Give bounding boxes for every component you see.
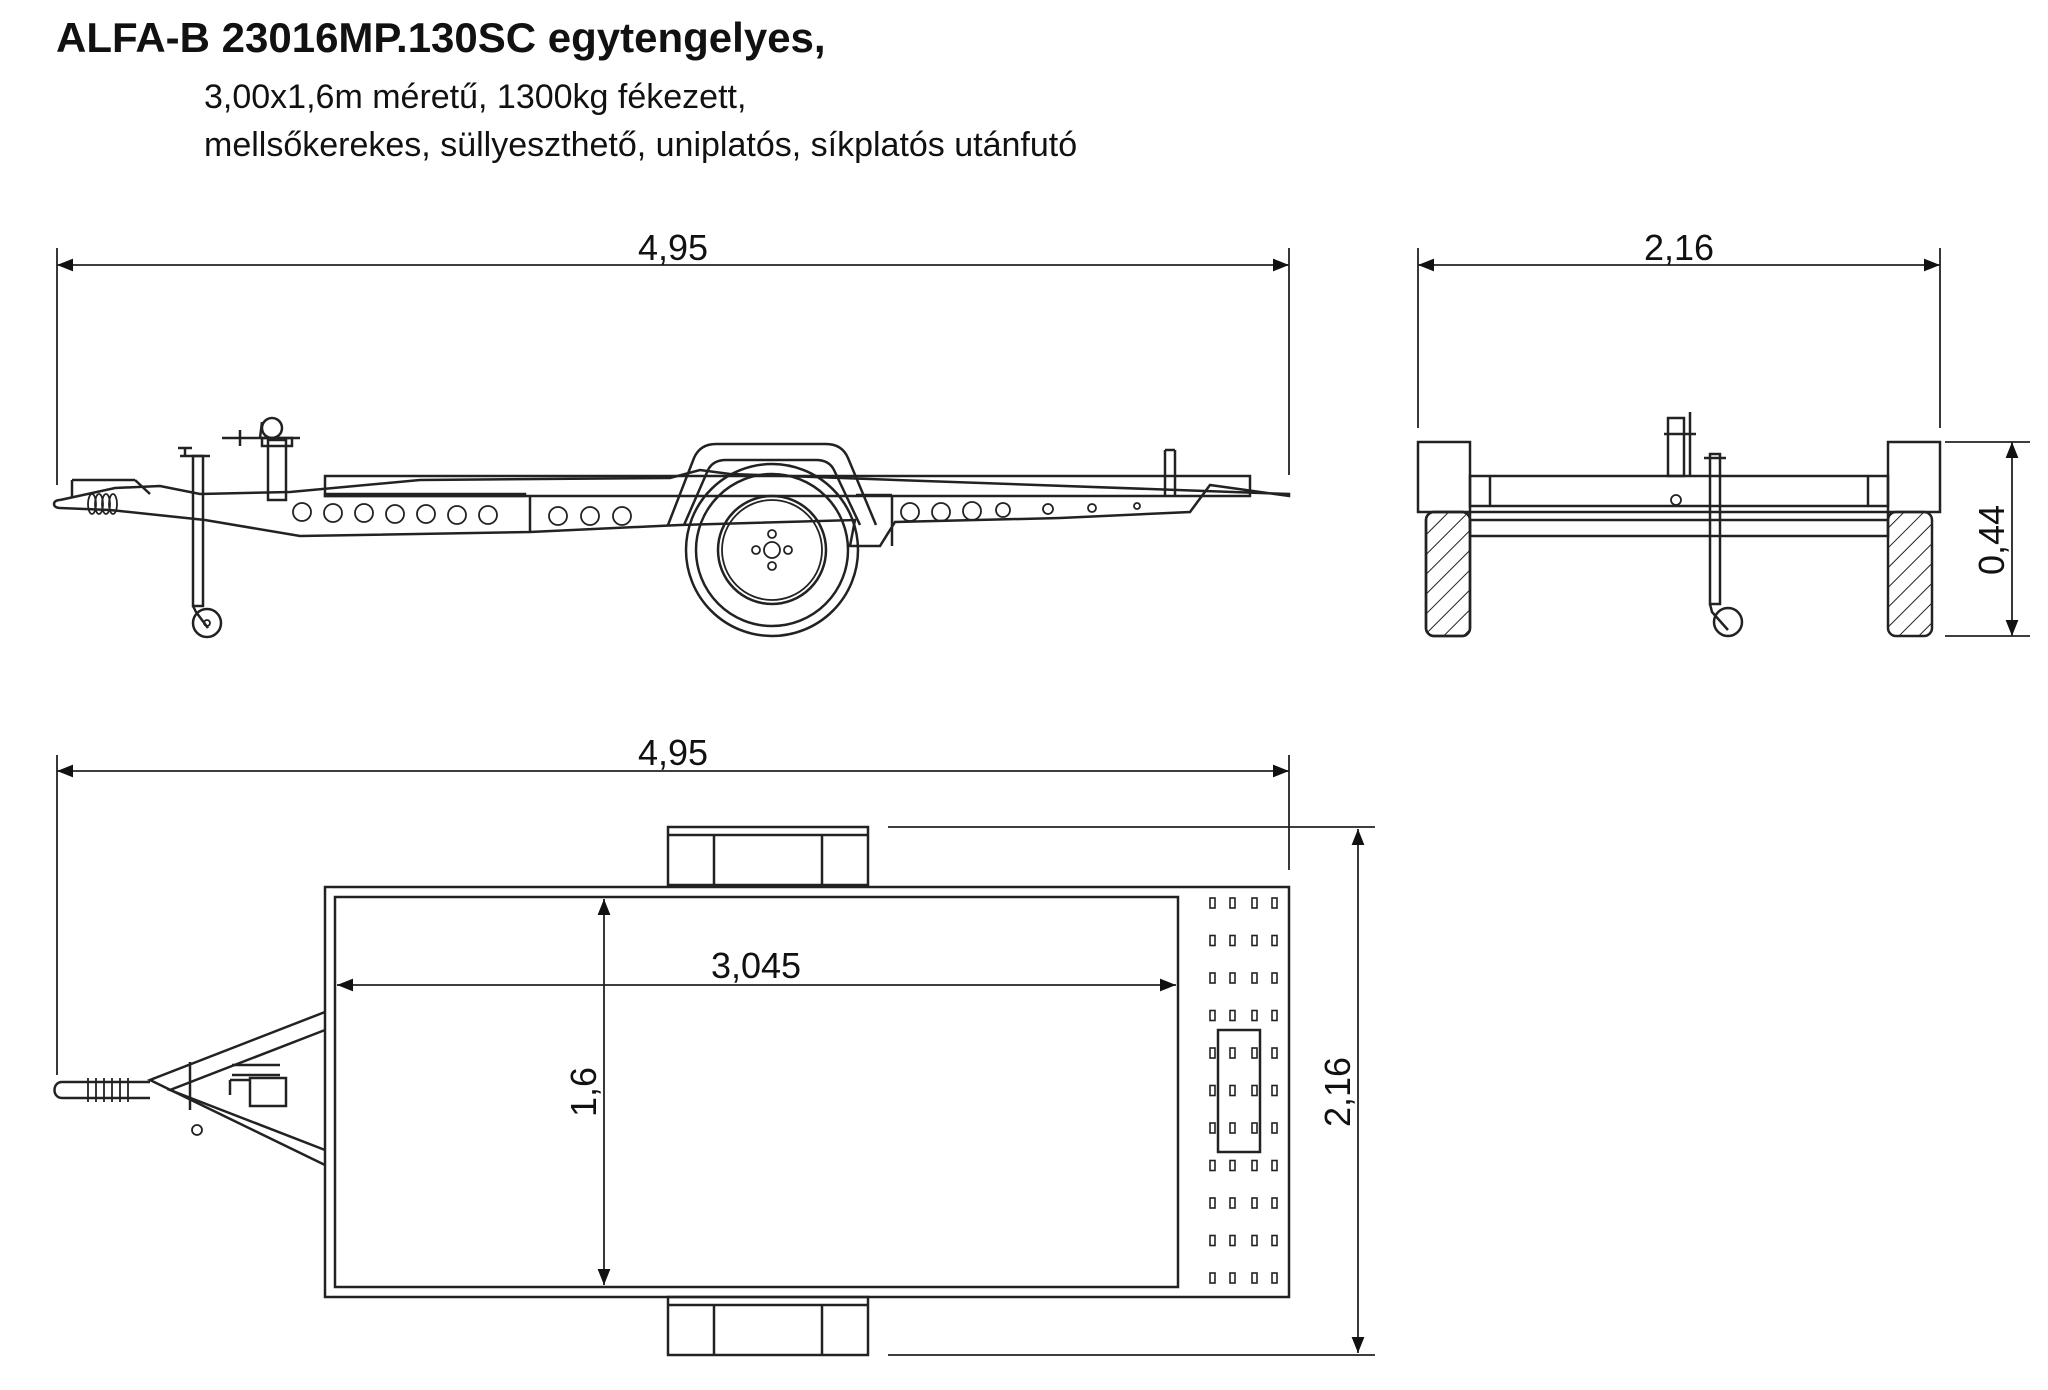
side-frame-holes [292, 501, 1141, 526]
grip-slot [1209, 1009, 1216, 1022]
rear-left-wheel [1416, 440, 1472, 638]
top-center-plate [1216, 1028, 1262, 1154]
rear-height-dimension: 0,44 [1945, 441, 2030, 637]
grip-slot [1209, 1122, 1216, 1134]
top-bed-width-label: 1,6 [563, 1067, 604, 1117]
grip-slot [1271, 1084, 1278, 1097]
grip-slot [1229, 934, 1236, 947]
top-width-dimension: 2,16 [888, 826, 1375, 1356]
grip-slot [1251, 972, 1258, 984]
top-grip-plate [1209, 897, 1278, 1284]
top-length-dimension: 4,95 [56, 732, 1290, 1075]
rear-width-dimension: 2,16 [1417, 227, 1941, 428]
grip-slot [1209, 1272, 1216, 1284]
grip-slot [1271, 1159, 1278, 1172]
grip-slot [1271, 1234, 1278, 1247]
grip-slot [1251, 1234, 1258, 1247]
grip-slot [1229, 1197, 1236, 1209]
rear-view: 2,16 0,44 [1416, 227, 2030, 638]
grip-slot [1229, 1159, 1236, 1172]
grip-slot [1251, 1047, 1258, 1059]
drawing-subtitle-line-1: 3,00x1,6m méretű, 1300kg fékezett, [204, 78, 747, 116]
top-view: 4,95 [53, 732, 1375, 1357]
side-view: 4,95 [52, 227, 1291, 639]
grip-slot [1271, 1047, 1278, 1059]
rear-width-label: 2,16 [1644, 227, 1714, 268]
grip-slot [1251, 1084, 1258, 1097]
grip-slot [1271, 1009, 1278, 1022]
grip-slot [1229, 1084, 1236, 1097]
top-drawbar-spring [87, 1078, 129, 1102]
drawing-title: ALFA-B 23016MP.130SC egytengelyes, [56, 14, 826, 61]
grip-slot [1271, 1122, 1278, 1134]
grip-slot [1209, 1047, 1216, 1059]
top-bed-length-label: 3,045 [711, 945, 801, 986]
side-wheel [684, 462, 860, 638]
top-bed-length-dimension: 3,045 [337, 945, 1176, 992]
grip-slot [1271, 1272, 1278, 1284]
rear-height-label: 0,44 [1971, 505, 2012, 575]
grip-slot [1229, 1009, 1236, 1022]
rear-frame [1468, 474, 1890, 538]
drawing-subtitle-line-2: mellsőkerekes, süllyeszthető, uniplatós,… [204, 126, 1078, 164]
grip-slot [1209, 1197, 1216, 1209]
grip-slot [1209, 1234, 1216, 1247]
grip-slot [1229, 1047, 1236, 1059]
grip-slot [1251, 934, 1258, 947]
grip-slot [1209, 1159, 1216, 1172]
rear-right-wheel [1886, 440, 1942, 638]
side-fender [666, 442, 894, 546]
grip-slot [1209, 972, 1216, 984]
grip-slot [1229, 1234, 1236, 1247]
side-brake-post [222, 416, 300, 502]
grip-slot [1209, 934, 1216, 947]
grip-slot [1251, 1159, 1258, 1172]
drawbar-spring [87, 493, 118, 515]
side-length-label: 4,95 [638, 227, 708, 268]
grip-slot [1271, 1197, 1278, 1209]
grip-slot [1271, 972, 1278, 984]
grip-slot [1209, 897, 1216, 909]
top-bed [323, 885, 1291, 1299]
top-length-label: 4,95 [638, 732, 708, 773]
grip-slot [1229, 1122, 1236, 1134]
grip-slot [1271, 897, 1278, 909]
side-length-dimension: 4,95 [56, 227, 1290, 485]
grip-slot [1209, 1084, 1216, 1097]
top-drawbar [53, 1010, 326, 1167]
side-jockey-wheel [178, 446, 223, 639]
grip-slot [1229, 972, 1236, 984]
grip-slot [1271, 934, 1278, 947]
grip-slot [1251, 1197, 1258, 1209]
grip-slot [1229, 897, 1236, 909]
top-width-label: 2,16 [1317, 1057, 1358, 1127]
grip-slot [1251, 1009, 1258, 1022]
top-wheel-left [666, 825, 870, 887]
top-wheel-right [666, 1295, 870, 1357]
rear-center-post [1664, 412, 1744, 638]
top-bed-width-dimension: 1,6 [563, 899, 611, 1285]
grip-slot [1229, 1272, 1236, 1284]
grip-slot [1251, 897, 1258, 909]
side-frame [52, 448, 1291, 548]
grip-slot [1251, 1272, 1258, 1284]
grip-slot [1251, 1122, 1258, 1134]
